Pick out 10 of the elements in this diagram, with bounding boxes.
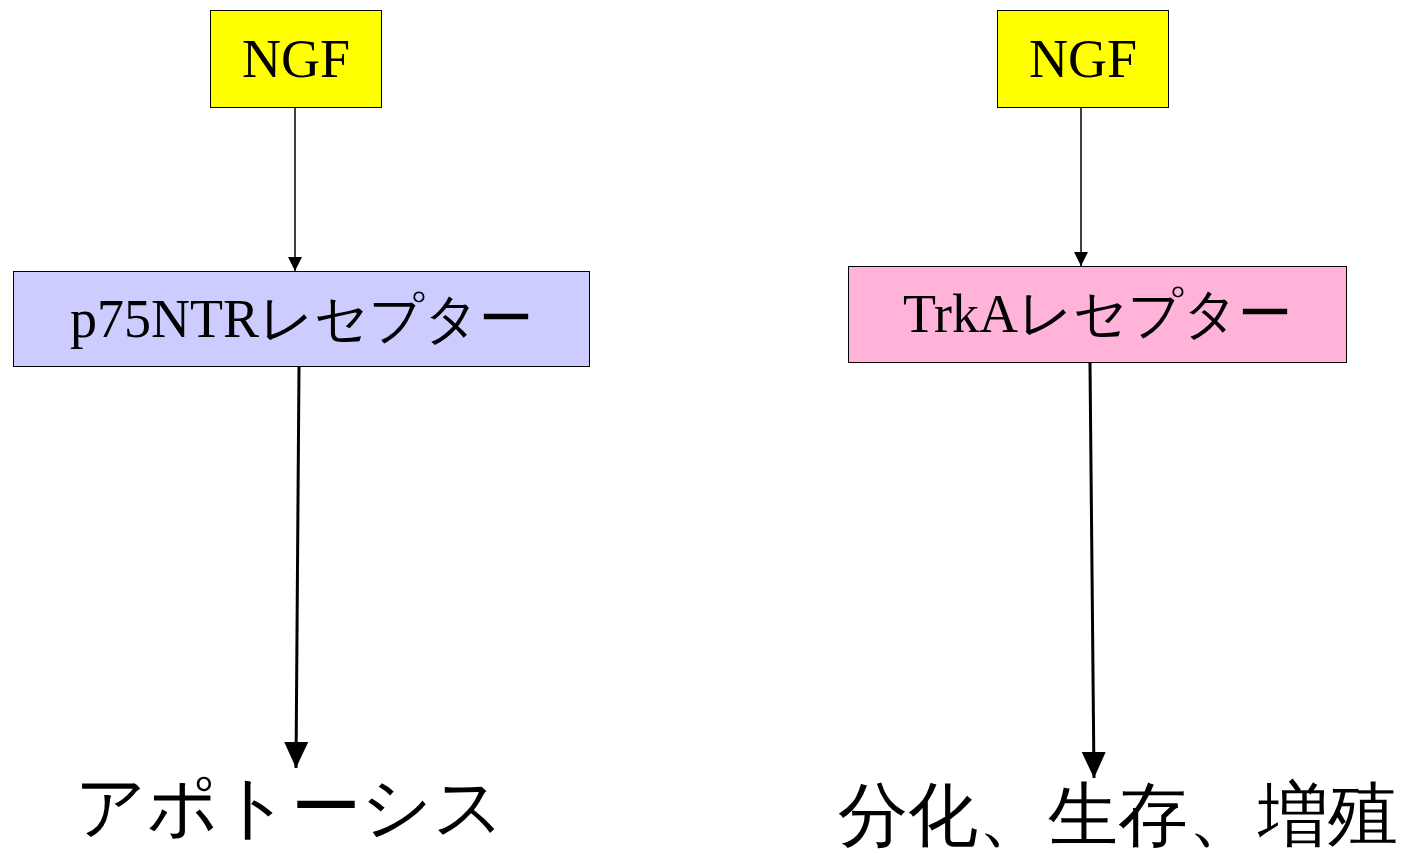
ligand-box: NGF — [997, 10, 1169, 108]
ligand-box: NGF — [210, 10, 382, 108]
receptor-box: TrkAレセプター — [848, 266, 1347, 363]
arrow — [1074, 107, 1088, 267]
arrow — [1081, 363, 1106, 778]
outcome-text: 分化、生存、増殖 — [815, 778, 1420, 854]
arrow — [284, 367, 309, 768]
receptor-box: p75NTRレセプター — [13, 271, 590, 367]
outcome-text: アポトーシス — [50, 768, 530, 848]
arrow — [288, 107, 302, 272]
